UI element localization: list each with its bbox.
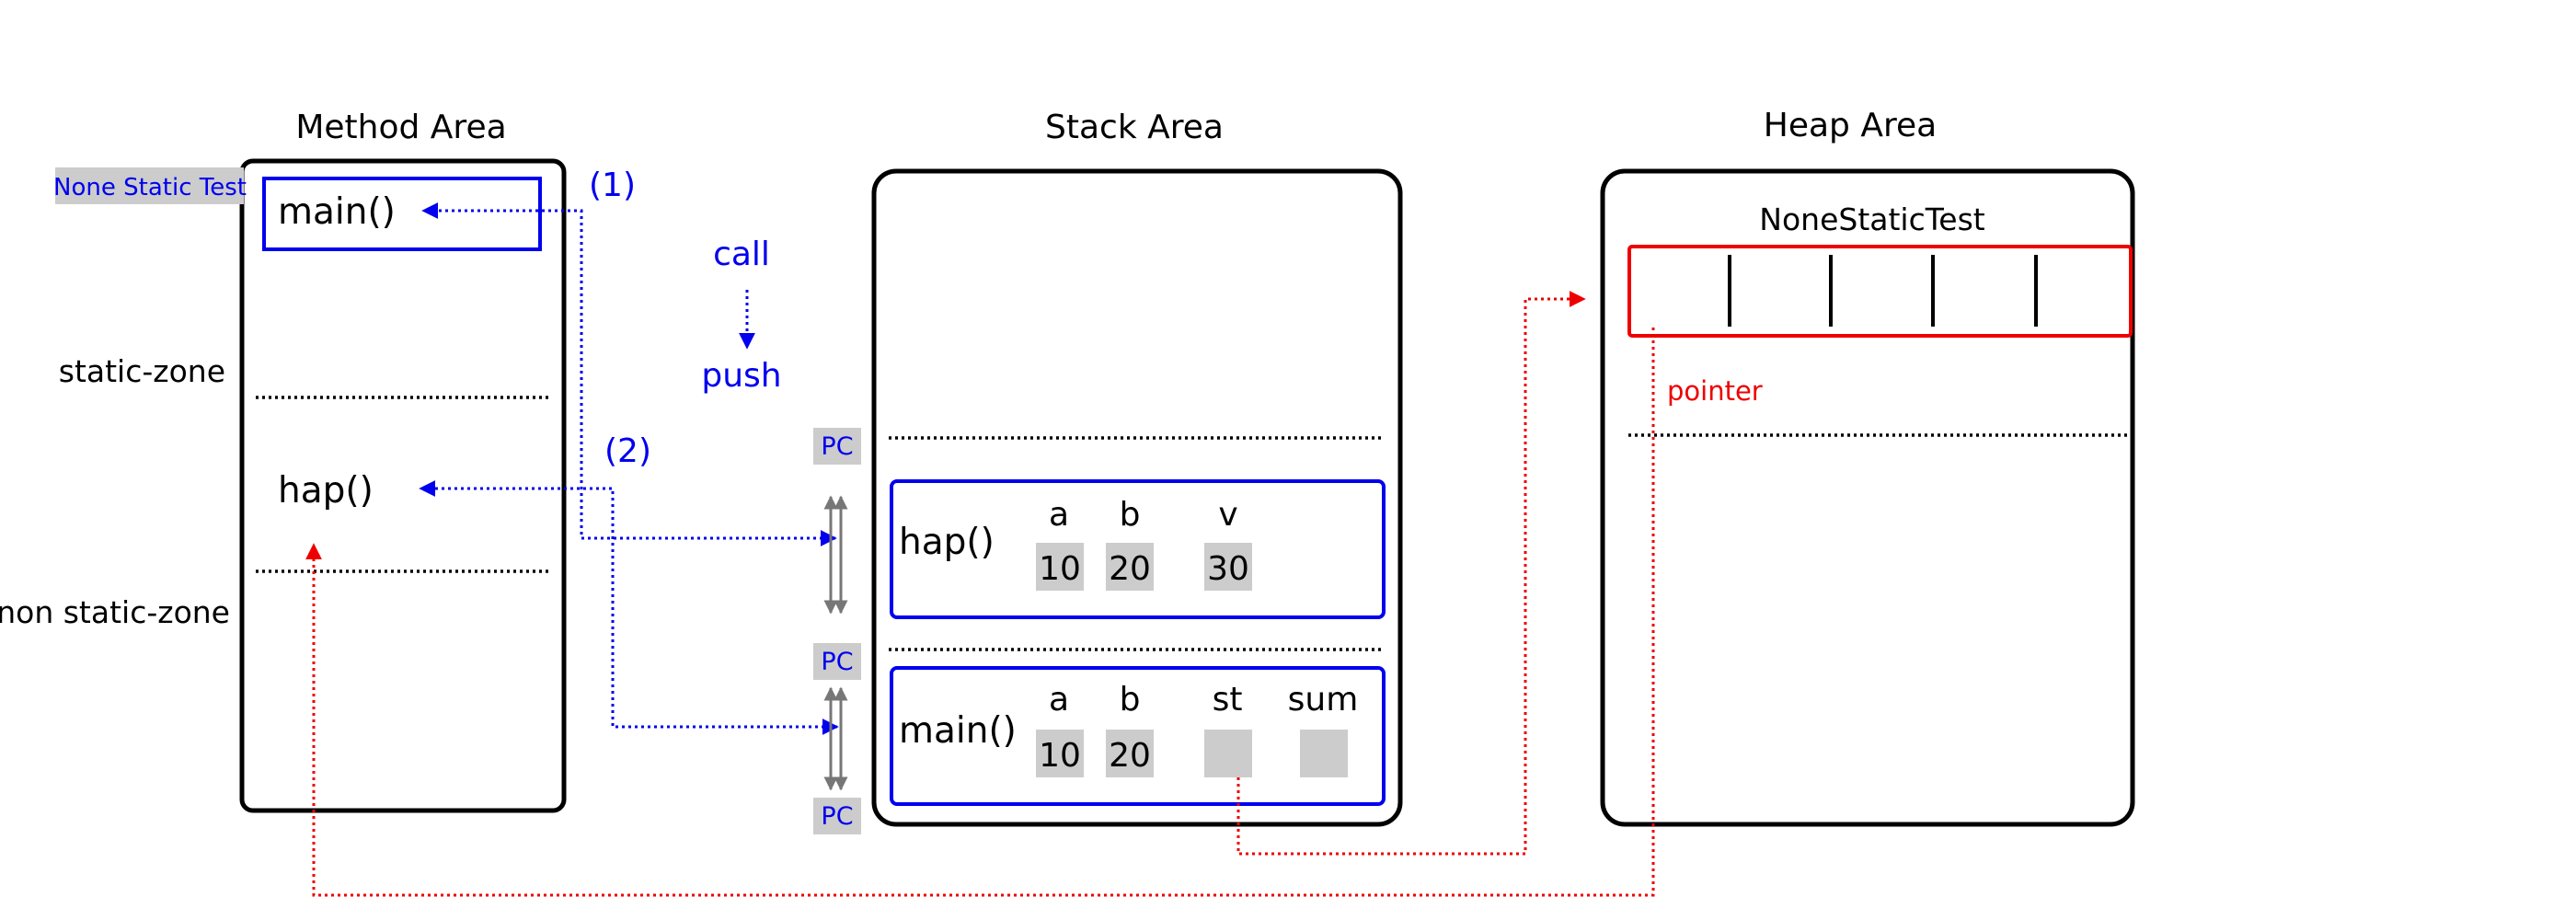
stack-area-box (871, 168, 1403, 827)
main-var-a-value: 10 (1039, 737, 1081, 775)
non-static-zone-label: non static-zone (0, 594, 230, 630)
heap-object-name: NoneStaticTest (1759, 201, 1984, 237)
main-frame-box (890, 666, 1386, 806)
call-path-2 (419, 480, 839, 735)
main-frame-label: main() (899, 710, 1017, 752)
stack-frame-hap: hap() a 10 b 20 v 30 (890, 479, 1386, 619)
pc-marker-mid-bg (813, 643, 861, 680)
call-label: call (713, 236, 770, 273)
main-var-b-value: 20 (1109, 737, 1151, 775)
class-tag-background (55, 167, 244, 204)
static-zone-label: static-zone (59, 353, 225, 389)
step-1-label: (1) (589, 167, 636, 204)
hap-frame-box (890, 479, 1386, 619)
main-var-st-box (1204, 730, 1252, 777)
pc-marker-bottom: PC (821, 802, 853, 831)
method-area-title: Method Area (295, 109, 506, 146)
hap-var-a-name: a (1049, 496, 1069, 534)
st-reference-path (1236, 291, 1586, 856)
hap-var-a-box (1036, 543, 1084, 591)
pc-marker-top-bg (813, 428, 861, 465)
main-var-b-box (1106, 730, 1154, 777)
pc-marker-bottom-bg (813, 798, 861, 834)
hap-frame-label: hap() (899, 522, 995, 563)
step-2-label: (2) (604, 432, 651, 470)
hap-var-a-value: 10 (1039, 550, 1081, 588)
stack-frame-main: main() a 10 b 20 st sum (890, 666, 1386, 806)
main-var-sum-box (1300, 730, 1348, 777)
pc-marker-top: PC (821, 432, 853, 461)
class-tag-label: None Static Test (53, 174, 247, 201)
hap-var-b-box (1106, 543, 1154, 591)
heap-area-title: Heap Area (1764, 107, 1937, 144)
main-var-st-name: st (1213, 681, 1243, 719)
pointer-reference-path (305, 328, 1655, 897)
main-var-a-box (1036, 730, 1084, 777)
hap-var-b-name: b (1120, 496, 1141, 534)
stack-area-title: Stack Area (1045, 109, 1224, 146)
hap-var-v-box (1204, 543, 1252, 591)
heap-object-box (1627, 245, 2133, 338)
pointer-label: pointer (1667, 375, 1763, 407)
main-var-b-name: b (1120, 681, 1141, 719)
pc-marker-mid: PC (821, 648, 853, 676)
hap-var-b-value: 20 (1109, 550, 1151, 588)
hap-var-v-value: 30 (1207, 550, 1249, 588)
hap-var-v-name: v (1218, 496, 1237, 534)
method-main-label: main() (278, 191, 396, 233)
main-var-a-name: a (1049, 681, 1069, 719)
main-var-sum-name: sum (1288, 681, 1359, 719)
heap-area-box (1600, 168, 2135, 827)
push-label: push (701, 357, 781, 395)
method-hap-label: hap() (278, 470, 374, 512)
